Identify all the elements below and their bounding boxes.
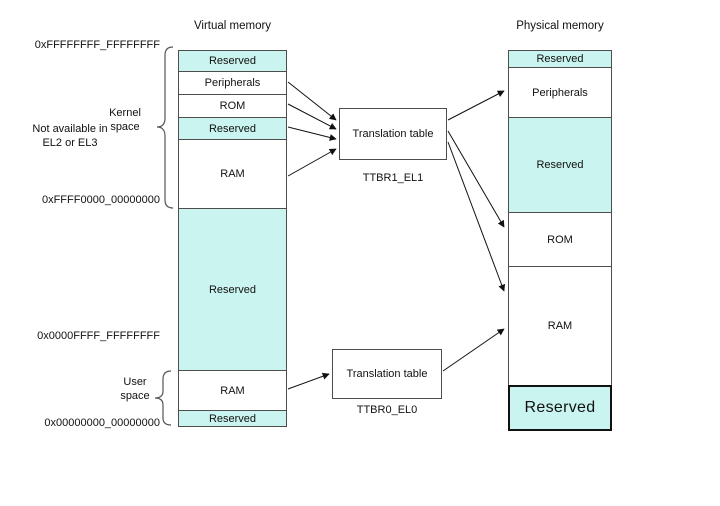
- vm-segment-ram-user: RAM: [179, 371, 286, 411]
- pm-segment-rom: ROM: [509, 213, 611, 267]
- arrow-tt1-to-peripherals: [447, 90, 505, 121]
- translation-table-kernel: Translation table: [339, 108, 447, 160]
- kernel-space-label: Kernel space: [109, 107, 141, 133]
- arrow-tt1-to-rom: [447, 130, 505, 228]
- arrow-tt0-to-ram: [442, 328, 505, 372]
- address-top: 0xFFFFFFFF_FFFFFFFF: [34, 39, 160, 51]
- address-kernel-bottom: 0xFFFF0000_00000000: [41, 194, 160, 206]
- arrow-peripherals-to-tt1: [287, 81, 337, 121]
- vm-segment-reserved-bottom: Reserved: [179, 411, 286, 426]
- pm-segment-peripherals: Peripherals: [509, 68, 611, 118]
- pm-segment-ram: RAM: [509, 267, 611, 385]
- arrow-ram-to-tt1: [287, 148, 337, 177]
- ttbr1-el1-label: TTBR1_EL1: [362, 172, 424, 184]
- vm-segment-ram-kernel: RAM: [179, 140, 286, 209]
- arrow-rom-to-tt1: [287, 103, 337, 130]
- virtual-memory-column: Reserved Peripherals ROM Reserved RAM Re…: [178, 50, 287, 427]
- vm-segment-reserved-top: Reserved: [179, 51, 286, 72]
- address-user-top: 0x0000FFFF_FFFFFFFF: [37, 330, 160, 342]
- vm-segment-rom: ROM: [179, 95, 286, 118]
- arrow-reserved-to-tt1: [287, 126, 337, 141]
- ttbr0-el0-label: TTBR0_EL0: [356, 404, 418, 416]
- physical-memory-title: Physical memory: [516, 20, 604, 32]
- user-space-label: User space: [120, 376, 150, 402]
- not-available-label: Not available in EL2 or EL3: [32, 123, 108, 149]
- vm-segment-reserved-middle: Reserved: [179, 209, 286, 371]
- kernel-space-brace: [156, 46, 174, 209]
- virtual-memory-title: Virtual memory: [193, 20, 272, 32]
- pm-segment-reserved-bottom: Reserved: [508, 385, 612, 431]
- translation-table-user: Translation table: [332, 349, 442, 399]
- pm-segment-reserved-top: Reserved: [509, 51, 611, 68]
- arrow-tt1-to-ram: [447, 141, 506, 292]
- physical-memory-column: Reserved Peripherals Reserved ROM RAM: [508, 50, 612, 386]
- vm-segment-reserved-kernel: Reserved: [179, 118, 286, 140]
- pm-segment-reserved-middle: Reserved: [509, 118, 611, 213]
- address-bottom: 0x00000000_00000000: [44, 417, 160, 429]
- arrow-user-ram-to-tt0: [287, 372, 330, 390]
- vm-segment-peripherals: Peripherals: [179, 72, 286, 95]
